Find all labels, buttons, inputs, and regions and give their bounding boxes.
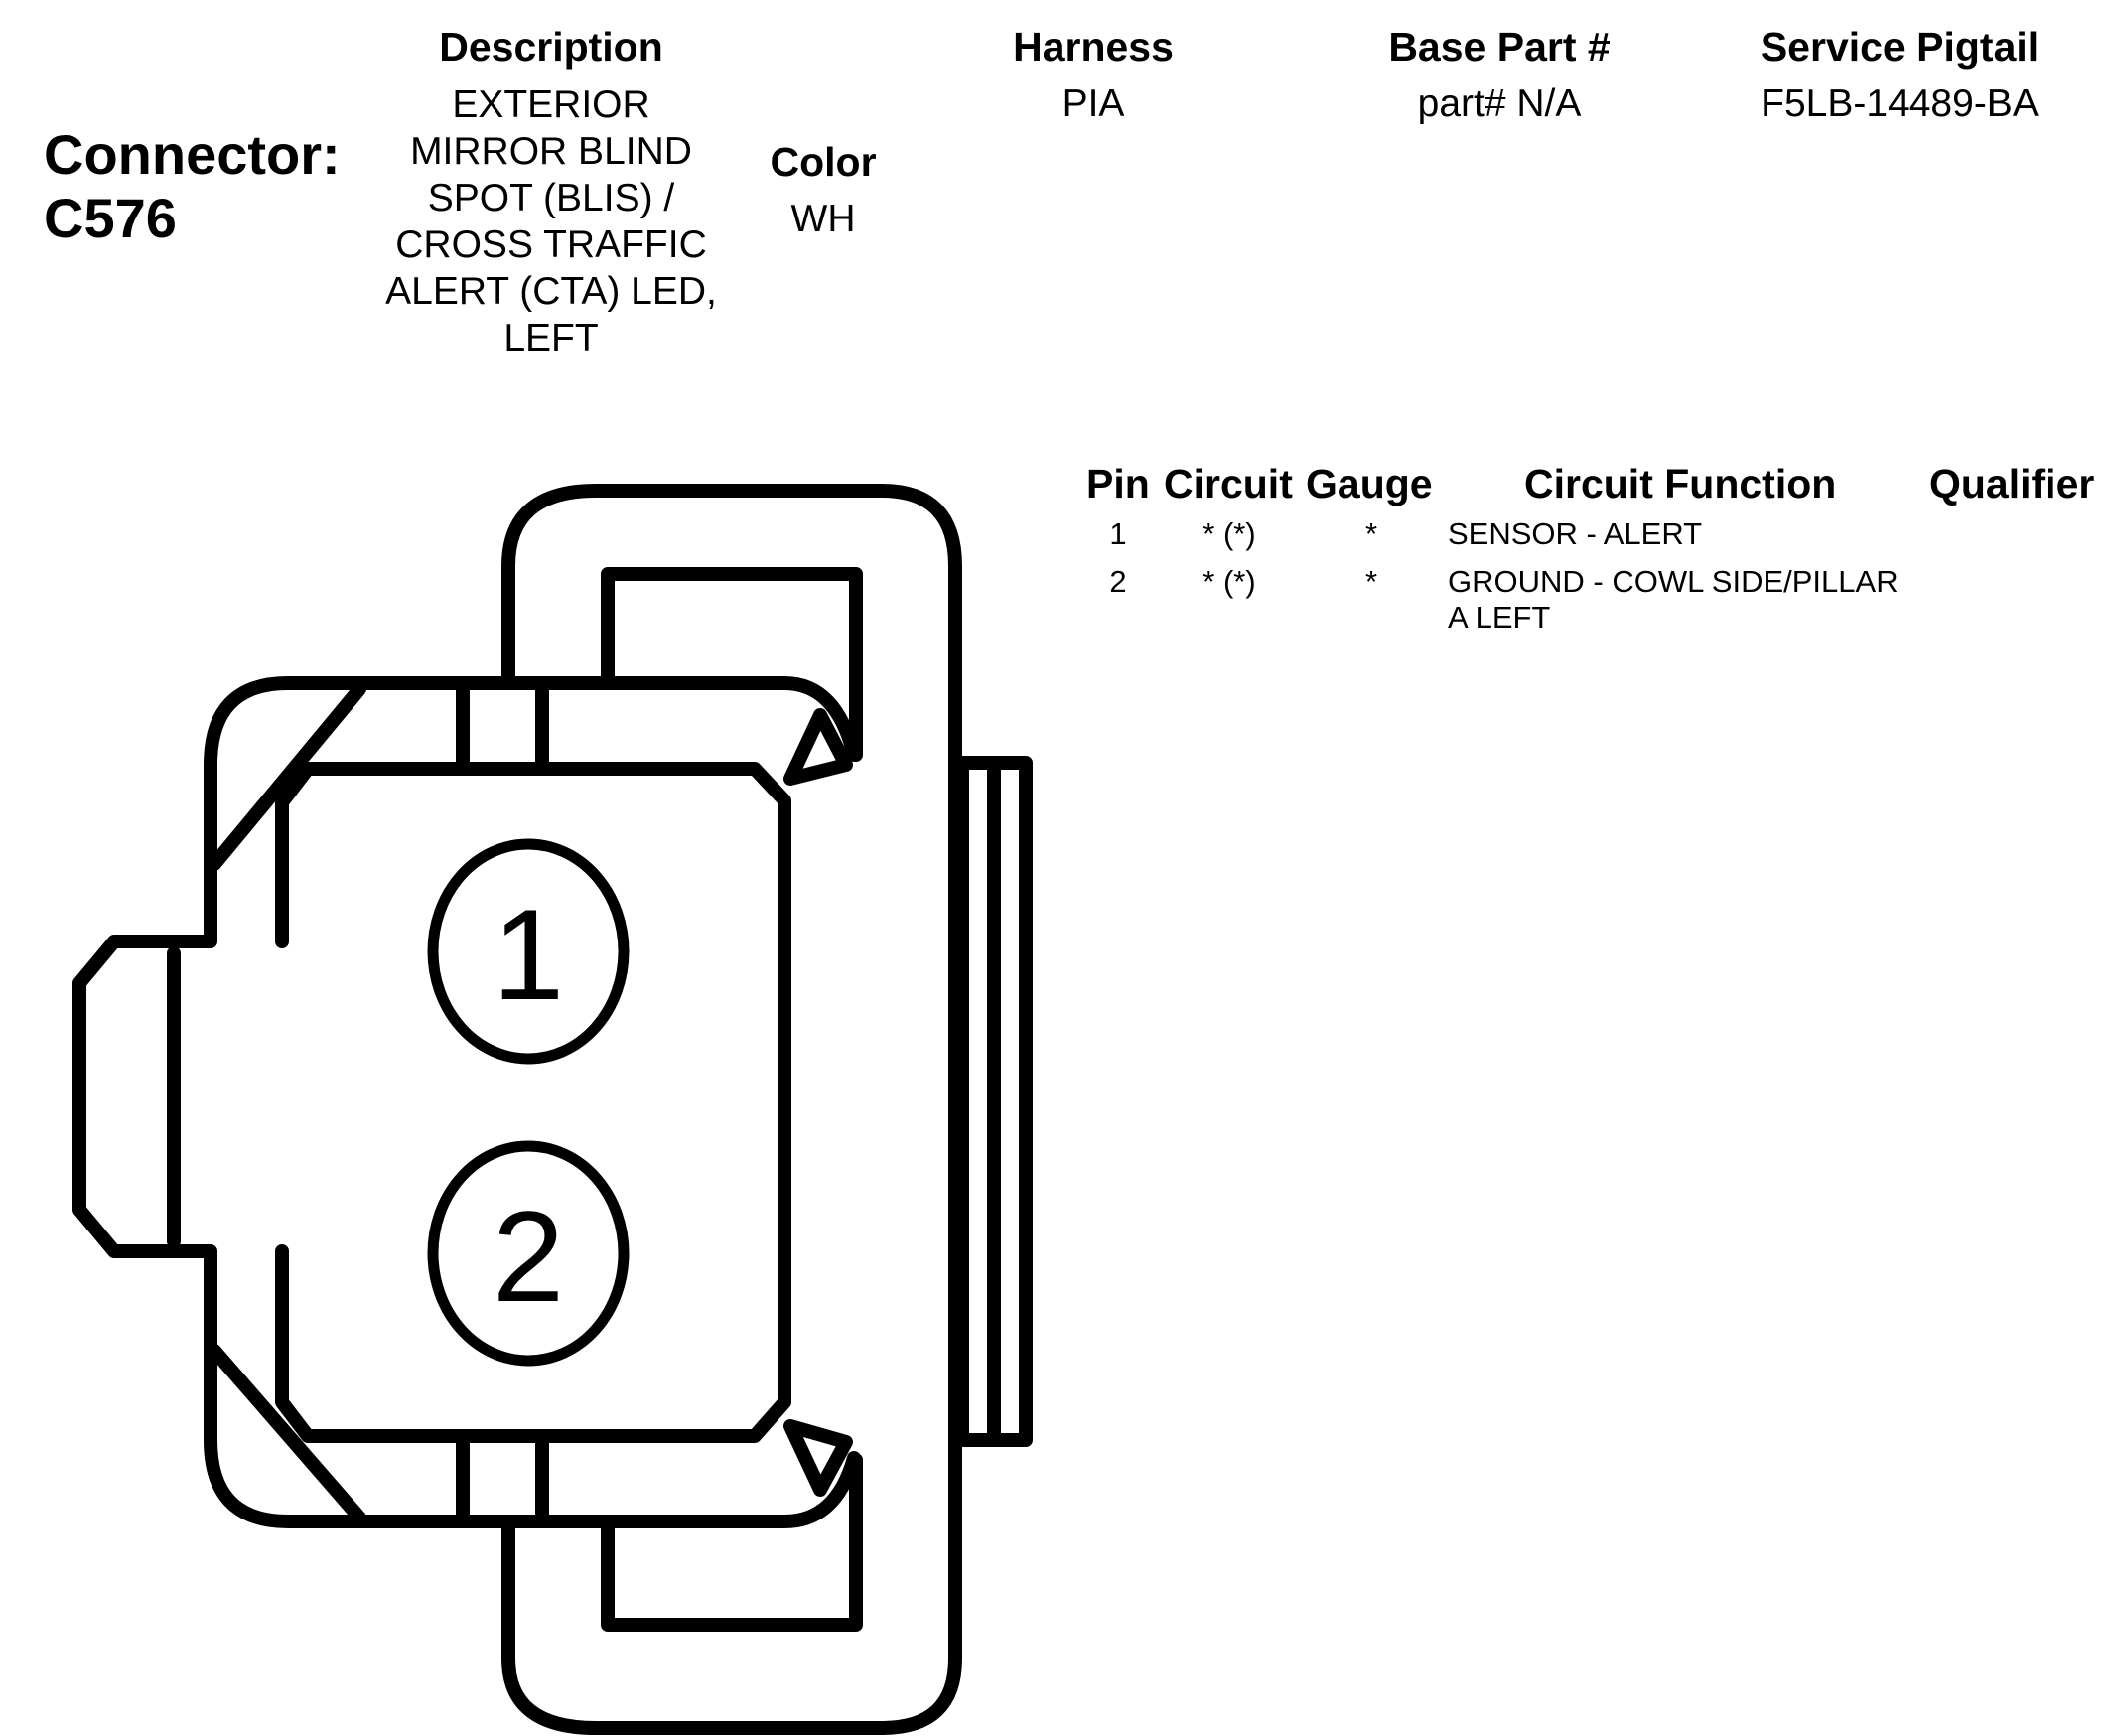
pin-2-label: 2	[493, 1184, 564, 1329]
color-header: Color	[770, 139, 877, 185]
description-value: EXTERIOR MIRROR BLIND SPOT (BLIS) / CROS…	[333, 81, 770, 362]
circuit-function-line: SENSOR - ALERT	[1448, 516, 1703, 551]
connector-label: Connector:	[44, 123, 341, 186]
circuit-function-value: SENSOR - ALERT	[1448, 516, 1954, 552]
bottom-latch-arrow	[783, 1419, 853, 1497]
bottom-left-chamfer	[208, 1344, 366, 1524]
connector-inner-outline	[275, 762, 791, 1443]
connector-title: Connector: C576	[44, 123, 341, 250]
top-left-chamfer	[208, 682, 366, 871]
description-line: LEFT	[503, 317, 599, 360]
base-part-header: Base Part #	[1388, 24, 1611, 70]
qualifier-column-header: Qualifier	[1929, 461, 2095, 506]
description-line: EXTERIOR	[452, 83, 650, 126]
base-part-value: part# N/A	[1417, 82, 1582, 125]
harness-header: Harness	[1013, 24, 1174, 70]
pin-1-label: 1	[493, 882, 564, 1027]
connector-id: C576	[44, 187, 177, 249]
gauge-value: *	[1364, 516, 1378, 551]
description-line: SPOT (BLIS) /	[427, 177, 675, 219]
circuit-function-line: A LEFT	[1448, 600, 1551, 635]
top-latch-arrow	[783, 708, 853, 786]
pin-number: 1	[1109, 516, 1127, 551]
circuit-value: * (*)	[1202, 516, 1256, 551]
top-latch-window	[601, 567, 863, 762]
description-line: MIRROR BLIND	[410, 130, 692, 173]
service-pigtail-header: Service Pigtail	[1760, 24, 2040, 70]
circuit-function-line: GROUND - COWL SIDE/PILLAR	[1448, 564, 1899, 599]
pin-2-cavity	[427, 1140, 630, 1367]
service-pigtail-value: F5LB-14489-BA	[1761, 82, 2039, 125]
pin-1-cavity	[427, 838, 630, 1065]
circuit-column-header: Circuit	[1164, 461, 1293, 506]
circuit-value: * (*)	[1202, 564, 1256, 599]
connector-body-outline	[72, 676, 861, 1528]
description-line: ALERT (CTA) LED,	[385, 270, 717, 313]
circuit-function-value: GROUND - COWL SIDE/PILLAR A LEFT	[1448, 564, 1954, 636]
gauge-column-header: Gauge	[1306, 461, 1433, 506]
gauge-value: *	[1364, 564, 1378, 599]
description-header: Description	[439, 24, 663, 70]
pin-number: 2	[1109, 564, 1127, 599]
latch-housing-outline	[501, 484, 962, 1735]
pin-column-header: Pin	[1086, 461, 1150, 506]
description-line: CROSS TRAFFIC	[395, 223, 707, 266]
harness-value: PIA	[1061, 82, 1125, 125]
bottom-latch-window	[601, 1453, 863, 1632]
color-value: WH	[790, 198, 856, 240]
circuit-function-column-header: Circuit Function	[1524, 461, 1837, 506]
